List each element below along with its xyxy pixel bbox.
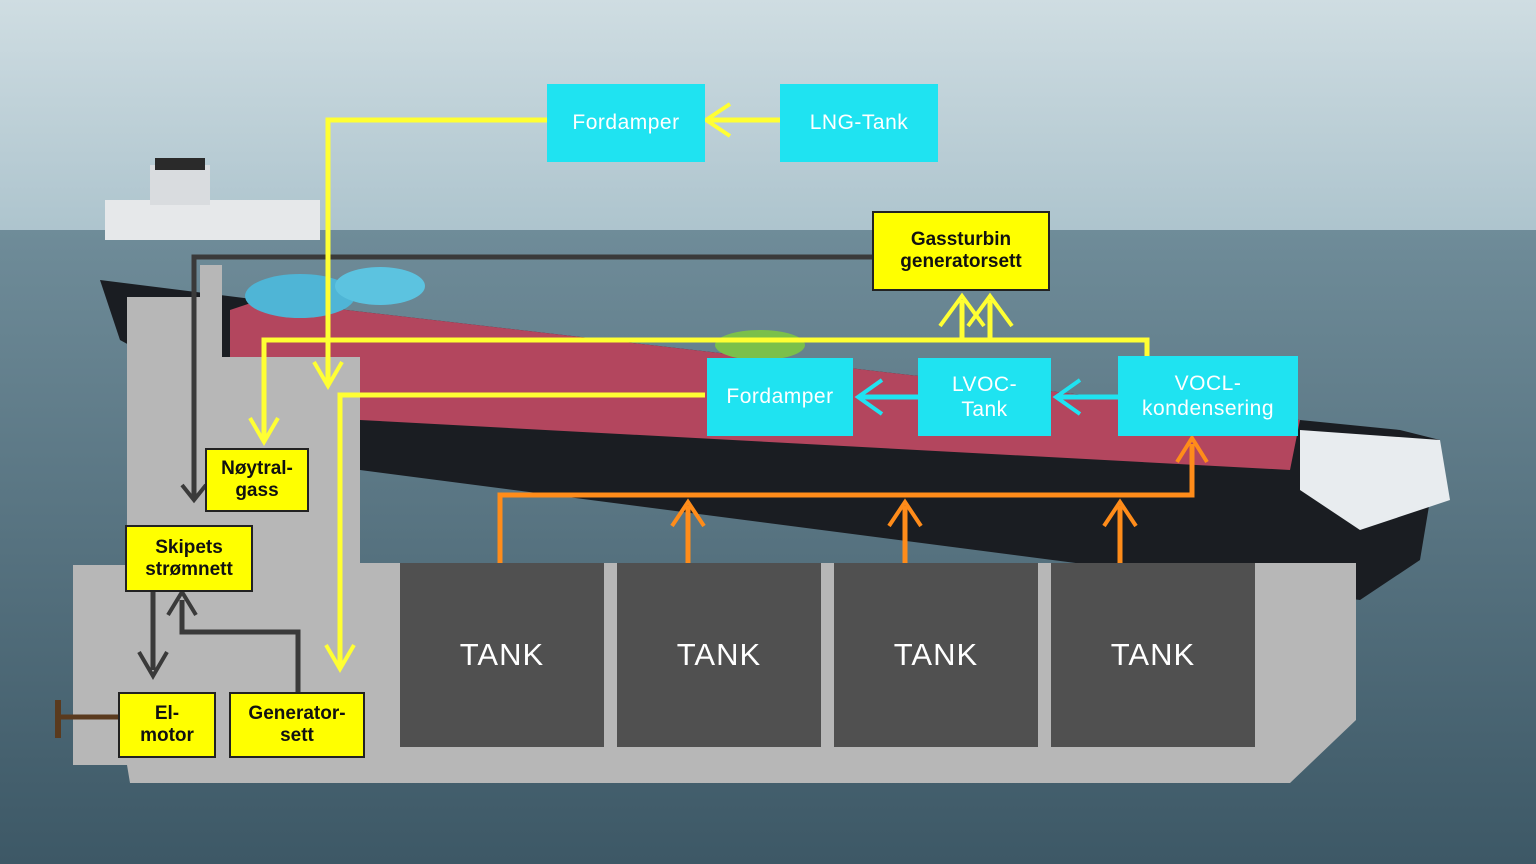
vocl-condensing-box: VOCL- kondensering: [1118, 356, 1298, 436]
voc-gas-to-generator-line: [337, 392, 705, 667]
inert-gas-supply-arrowhead: [248, 416, 280, 446]
ship-power-grid-box: Skipets strømnett: [125, 525, 253, 592]
cargo-tank-2: TANK: [617, 563, 821, 747]
gas-to-turbine-arrowhead-right: [966, 292, 1014, 328]
ship-funnel-top: [155, 158, 205, 170]
ship-superstructure: [105, 200, 320, 240]
voc-collection-line: [497, 444, 1195, 563]
lvoc-tank-box: LVOC- Tank: [918, 358, 1051, 436]
voc-collection-arrowhead: [1175, 434, 1209, 464]
lng-gas-flow-arrowhead: [312, 360, 344, 390]
ship-funnel: [150, 165, 210, 205]
inert-gas-supply-line: [261, 337, 1150, 440]
cargo-tank-4: TANK: [1051, 563, 1255, 747]
cargo-tank-1: TANK: [400, 563, 604, 747]
vocl-to-lvoc-arrowhead: [1052, 378, 1082, 416]
evaporator-top-box: Fordamper: [547, 84, 705, 162]
gas-turbine-power-arrowhead: [180, 483, 208, 504]
voc-gas-to-generator-arrowhead: [324, 643, 356, 673]
inert-gas-box: Nøytral- gass: [205, 448, 309, 512]
gas-turbine-power-line: [191, 254, 872, 497]
lng-gas-flow: [325, 117, 547, 384]
generator-to-grid-line: [179, 600, 301, 692]
tank2-voc-arrowhead: [670, 498, 706, 528]
lng-tank-box: LNG-Tank: [780, 84, 938, 162]
lng-tank-to-evaporator-arrowhead: [702, 102, 732, 138]
generator-to-grid-arrowhead: [166, 588, 198, 617]
evaporator-mid-box: Fordamper: [707, 358, 853, 436]
lng-storage-tank-right: [335, 267, 425, 305]
tank4-voc-arrowhead: [1102, 498, 1138, 528]
tank3-voc-arrowhead: [887, 498, 923, 528]
gas-turbine-generator-box: Gassturbin generatorsett: [872, 211, 1050, 291]
lvoc-to-evaporator-arrowhead: [854, 378, 884, 416]
generator-set-box: Generator- sett: [229, 692, 365, 758]
grid-to-motor-arrowhead: [137, 650, 169, 680]
cargo-tank-3: TANK: [834, 563, 1038, 747]
ship-bow: [1300, 430, 1450, 530]
electric-motor-box: El- motor: [118, 692, 216, 758]
